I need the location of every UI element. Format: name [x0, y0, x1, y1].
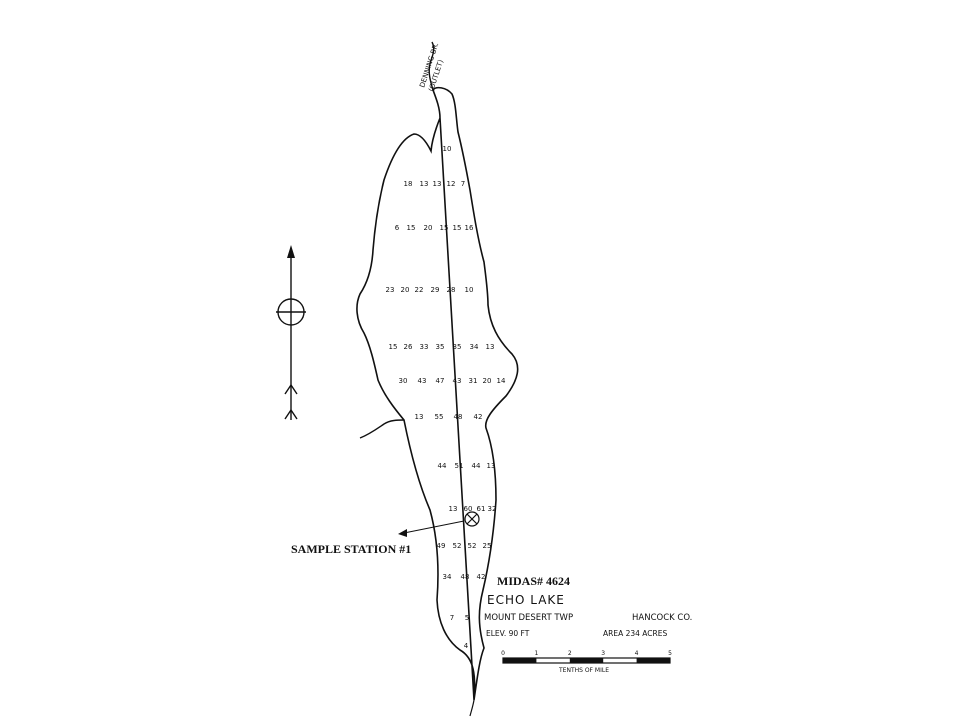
depth-sounding: 13 [433, 180, 442, 188]
sample-station-label: SAMPLE STATION #1 [291, 542, 411, 556]
depth-sounding: 14 [497, 377, 506, 385]
depth-sounding: 42 [477, 573, 486, 581]
depth-sounding: 13 [415, 413, 424, 421]
depth-sounding: 32 [488, 505, 497, 513]
depth-sounding: 15 [389, 343, 398, 351]
depth-sounding: 23 [386, 286, 395, 294]
depth-sounding: 55 [435, 413, 444, 421]
depth-sounding: 15 [453, 224, 462, 232]
depth-sounding: 20 [483, 377, 492, 385]
north-arrow [276, 245, 306, 420]
depth-sounding: 30 [399, 377, 408, 385]
scale-tick-labels: 0 1 2 3 4 5 [501, 650, 672, 657]
depth-sounding: 48 [461, 573, 470, 581]
scale-tick-label: 3 [601, 650, 605, 657]
depth-sounding: 7 [461, 180, 465, 188]
depth-sounding: 49 [437, 542, 446, 550]
scale-bar [502, 657, 671, 664]
township-label: MOUNT DESERT TWP [484, 613, 573, 623]
scale-segment-5 [636, 658, 670, 663]
depth-sounding: 44 [438, 462, 447, 470]
depth-sounding: 13 [449, 505, 458, 513]
depth-sounding: 5 [465, 614, 469, 622]
depth-sounding: 29 [431, 286, 440, 294]
depth-sounding: 13 [420, 180, 429, 188]
elevation-label: ELEV. 90 FT [486, 629, 530, 638]
depth-sounding: 28 [447, 286, 456, 294]
scale-unit-label: TENTHS OF MILE [558, 667, 609, 674]
scale-segment-1 [503, 658, 537, 663]
depth-sounding: 42 [474, 413, 483, 421]
depth-sounding: 26 [404, 343, 413, 351]
depth-sounding: 61 [477, 505, 486, 513]
depth-sounding: 43 [418, 377, 427, 385]
south-stream [469, 699, 475, 717]
scale-tick-label: 2 [568, 650, 572, 657]
depth-sounding: 52 [468, 542, 477, 550]
depth-sounding: 13 [486, 343, 495, 351]
county-label: HANCOCK CO. [632, 613, 692, 623]
scale-segment-3 [569, 658, 604, 663]
depth-sounding: 10 [443, 145, 452, 153]
depth-sounding: 33 [420, 343, 429, 351]
depth-sounding: 4 [464, 642, 469, 650]
area-label: AREA 234 ACRES [603, 629, 667, 638]
depth-sounding: 20 [401, 286, 410, 294]
depth-sounding: 15 [440, 224, 449, 232]
depth-sounding: 18 [404, 180, 413, 188]
depth-sounding: 25 [483, 542, 492, 550]
depth-sounding: 51 [455, 462, 464, 470]
depth-sounding: 10 [465, 286, 474, 294]
depth-sounding: 34 [470, 343, 479, 351]
depth-sounding: 60 [464, 505, 473, 513]
sample-station-marker [464, 511, 480, 527]
depth-sounding: 20 [424, 224, 433, 232]
depth-sounding: 47 [436, 377, 445, 385]
scale-tick-label: 0 [501, 650, 505, 657]
lake-shoreline [356, 86, 519, 701]
outlet-stream [428, 41, 435, 91]
depth-sounding: 15 [407, 224, 416, 232]
depth-sounding: 16 [465, 224, 474, 232]
depth-sounding: 31 [469, 377, 478, 385]
depth-sounding: 13 [487, 462, 496, 470]
depth-sounding: 44 [472, 462, 481, 470]
inlet-stream [359, 419, 405, 439]
depth-sounding: 6 [395, 224, 400, 232]
scale-tick-label: 5 [668, 650, 672, 657]
depth-sounding: 52 [453, 542, 462, 550]
midas-label: MIDAS# 4624 [497, 574, 570, 588]
scale-tick-label: 1 [534, 650, 538, 657]
depth-sounding: 12 [447, 180, 456, 188]
depth-sounding: 22 [415, 286, 424, 294]
depth-sounding: 48 [454, 413, 463, 421]
sample-station-pointer [398, 520, 465, 537]
lake-name: ECHO LAKE [487, 593, 565, 607]
scale-tick-label: 4 [635, 650, 639, 657]
depth-sounding: 35 [436, 343, 445, 351]
depth-sounding: 43 [453, 377, 462, 385]
depth-sounding: 35 [453, 343, 462, 351]
depth-sounding: 34 [443, 573, 452, 581]
depth-sounding: 7 [450, 614, 454, 622]
